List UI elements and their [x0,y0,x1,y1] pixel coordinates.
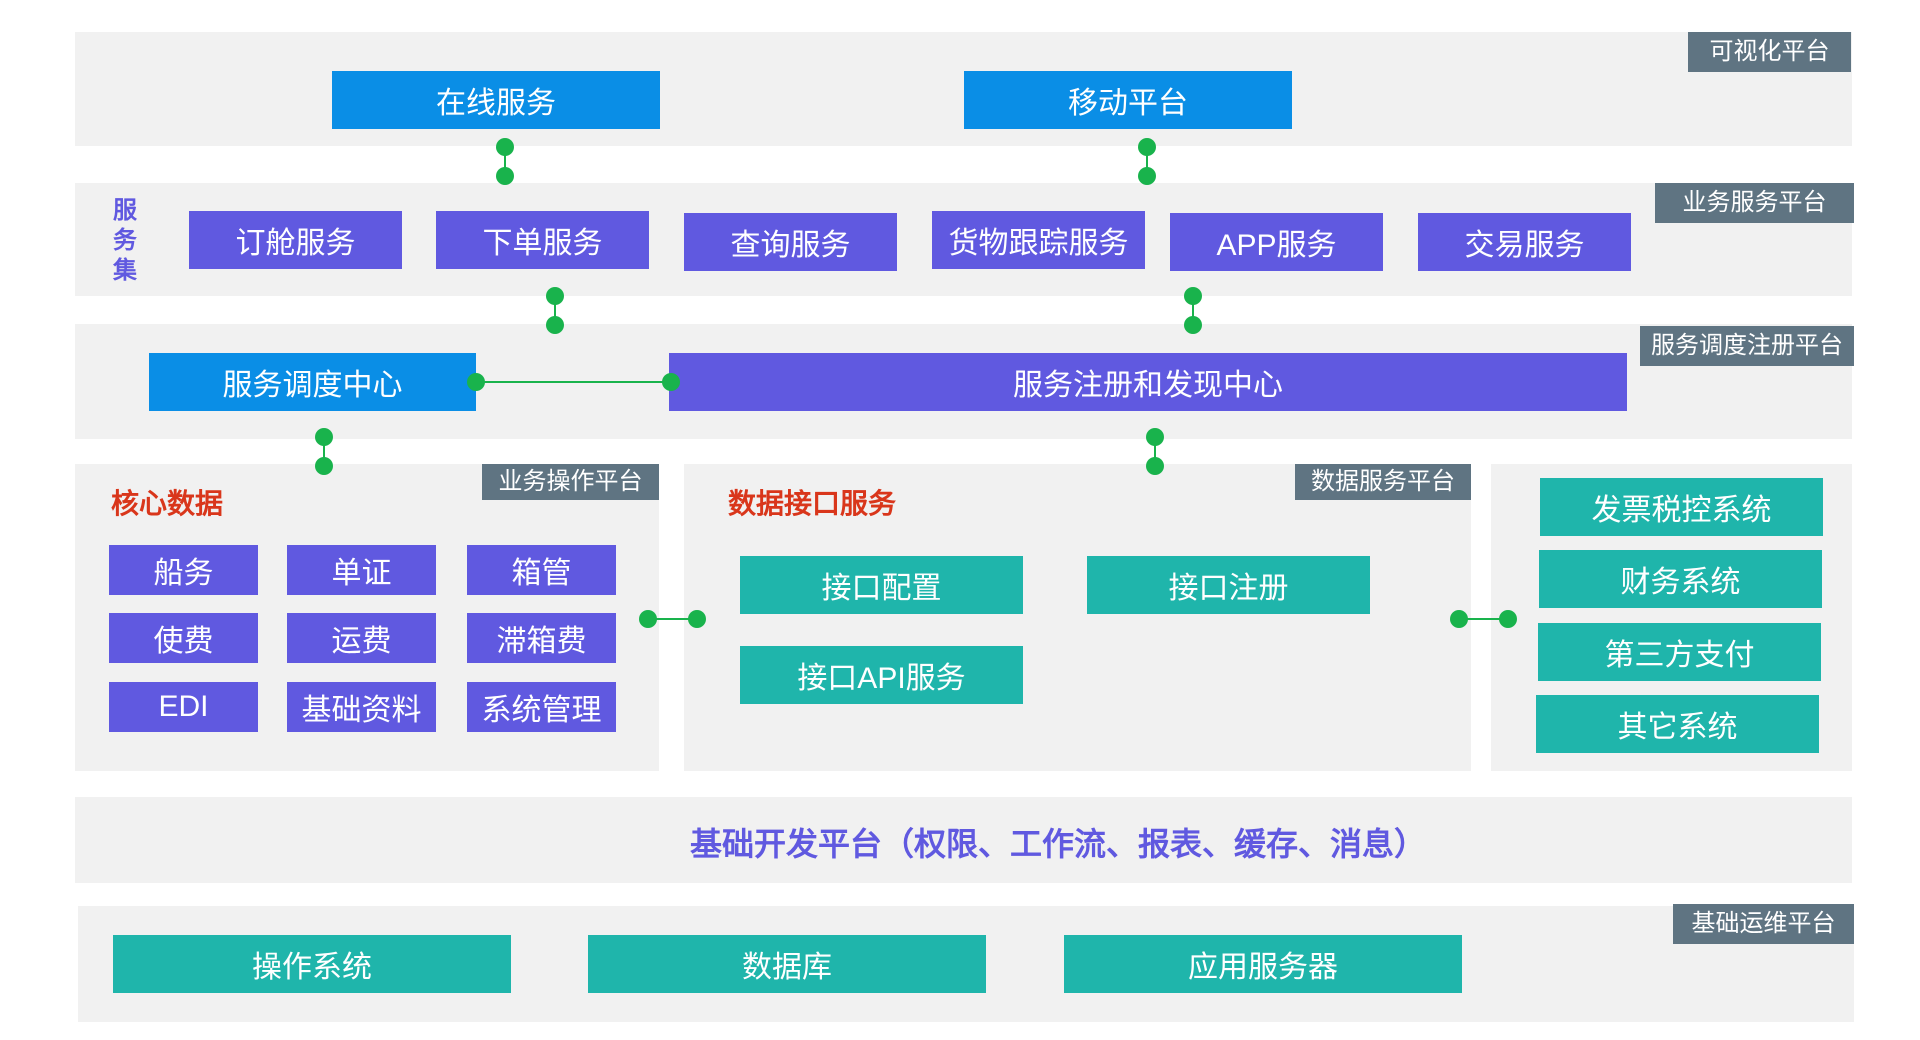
service-set-label: 服 务 集 [110,196,140,286]
connector-line [1154,437,1156,466]
connector-dot [1146,457,1164,475]
interface-config-box: 接口配置 [740,556,1023,614]
ops-platform-tag: 基础运维平台 [1673,904,1854,944]
service-set-char: 务 [113,227,137,254]
connector-line [1146,147,1148,176]
core-data-heading: 核心数据 [111,488,224,519]
connector-line [504,147,506,176]
connector-dot [1138,138,1156,156]
trade-service-box: 交易服务 [1418,213,1631,271]
core-data-item: 箱管 [467,545,616,595]
app-server-box: 应用服务器 [1064,935,1462,993]
data-interface-heading: 数据接口服务 [728,488,897,519]
data-platform-tag: 数据服务平台 [1295,464,1471,500]
connector-dot [662,373,680,391]
database-box: 数据库 [588,935,986,993]
connector-dot [1450,610,1468,628]
order-service-box: 下单服务 [436,211,649,269]
core-data-item: 系统管理 [467,682,616,732]
connector-line [554,296,556,325]
foundation-platform-text: 基础开发平台（权限、工作流、报表、缓存、消息） [690,826,1427,862]
connector-dot [639,610,657,628]
interface-register-box: 接口注册 [1087,556,1370,614]
connector-dot [1499,610,1517,628]
service-set-char: 服 [113,197,137,224]
foundation-panel [75,797,1852,883]
app-service-box: APP服务 [1170,213,1383,271]
cargo-tracking-service-box: 货物跟踪服务 [932,211,1145,269]
mobile-platform-box: 移动平台 [964,71,1292,129]
core-data-item: EDI [109,682,258,732]
core-data-item: 运费 [287,613,436,663]
connector-dot [546,287,564,305]
data-platform-panel [684,464,1471,771]
connector-dot [467,373,485,391]
service-set-char: 集 [113,257,137,284]
connector-line [323,437,325,466]
connector-dot [1184,287,1202,305]
visual-platform-tag: 可视化平台 [1688,32,1851,72]
operation-platform-tag: 业务操作平台 [482,464,659,500]
connector-line [1192,296,1194,325]
third-party-payment-box: 第三方支付 [1538,623,1821,681]
core-data-item: 滞箱费 [467,613,616,663]
core-data-item: 船务 [109,545,258,595]
online-service-box: 在线服务 [332,71,660,129]
booking-service-box: 订舱服务 [189,211,402,269]
dispatch-platform-tag: 服务调度注册平台 [1640,326,1854,366]
finance-system-box: 财务系统 [1539,550,1822,608]
business-platform-tag: 业务服务平台 [1655,183,1854,223]
connector-line [648,618,697,620]
connector-dot [1138,167,1156,185]
query-service-box: 查询服务 [684,213,897,271]
registry-center-box: 服务注册和发现中心 [669,353,1627,411]
interface-api-box: 接口API服务 [740,646,1023,704]
dispatch-center-box: 服务调度中心 [149,353,476,411]
connector-dot [1146,428,1164,446]
os-box: 操作系统 [113,935,511,993]
invoice-tax-system-box: 发票税控系统 [1540,478,1823,536]
connector-dot [496,138,514,156]
connector-line [1459,618,1508,620]
connector-dot [1184,316,1202,334]
connector-dot [546,316,564,334]
core-data-item: 单证 [287,545,436,595]
connector-dot [496,167,514,185]
connector-dot [315,428,333,446]
core-data-item: 基础资料 [287,682,436,732]
core-data-item: 使费 [109,613,258,663]
connector-line [476,381,669,383]
connector-dot [688,610,706,628]
other-systems-box: 其它系统 [1536,695,1819,753]
connector-dot [315,457,333,475]
